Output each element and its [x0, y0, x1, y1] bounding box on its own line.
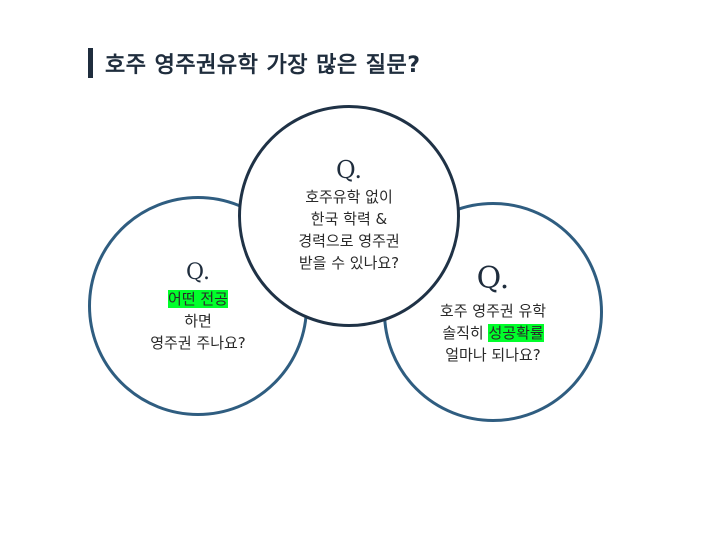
- question-top-line-2: 한국 학력 &: [310, 210, 388, 228]
- question-left-line-2: 하면: [184, 312, 212, 330]
- question-top-line-4: 받을 수 있나요?: [298, 254, 400, 272]
- question-mark-top: Q.: [335, 156, 363, 184]
- question-right-line-2-prefix: 솔직히: [442, 324, 489, 342]
- page-title: 호주 영주권유학 가장 많은 질문?: [105, 53, 421, 78]
- highlight-success-rate: 성공확률: [488, 324, 544, 342]
- question-top-line-1: 호주유학 없이: [305, 188, 393, 206]
- title-accent-bar: [88, 48, 93, 78]
- question-right-line-2: 솔직히 성공확률: [442, 322, 544, 344]
- question-mark-left: Q.: [186, 260, 210, 285]
- question-circle-top: Q. 호주유학 없이 한국 학력 & 경력으로 영주권 받을 수 있나요?: [238, 105, 460, 327]
- highlight-major: 어떤 전공: [168, 290, 228, 308]
- title-block: 호주 영주권유학 가장 많은 질문?: [88, 48, 421, 78]
- question-left-line-1: 어떤 전공: [168, 288, 228, 310]
- question-left-line-3: 영주권 주나요?: [150, 334, 246, 352]
- question-right-line-3: 얼마나 되나요?: [445, 346, 541, 364]
- question-right-line-1: 호주 영주권 유학: [439, 302, 547, 320]
- question-mark-right: Q.: [476, 261, 510, 296]
- question-top-line-3: 경력으로 영주권: [298, 232, 400, 250]
